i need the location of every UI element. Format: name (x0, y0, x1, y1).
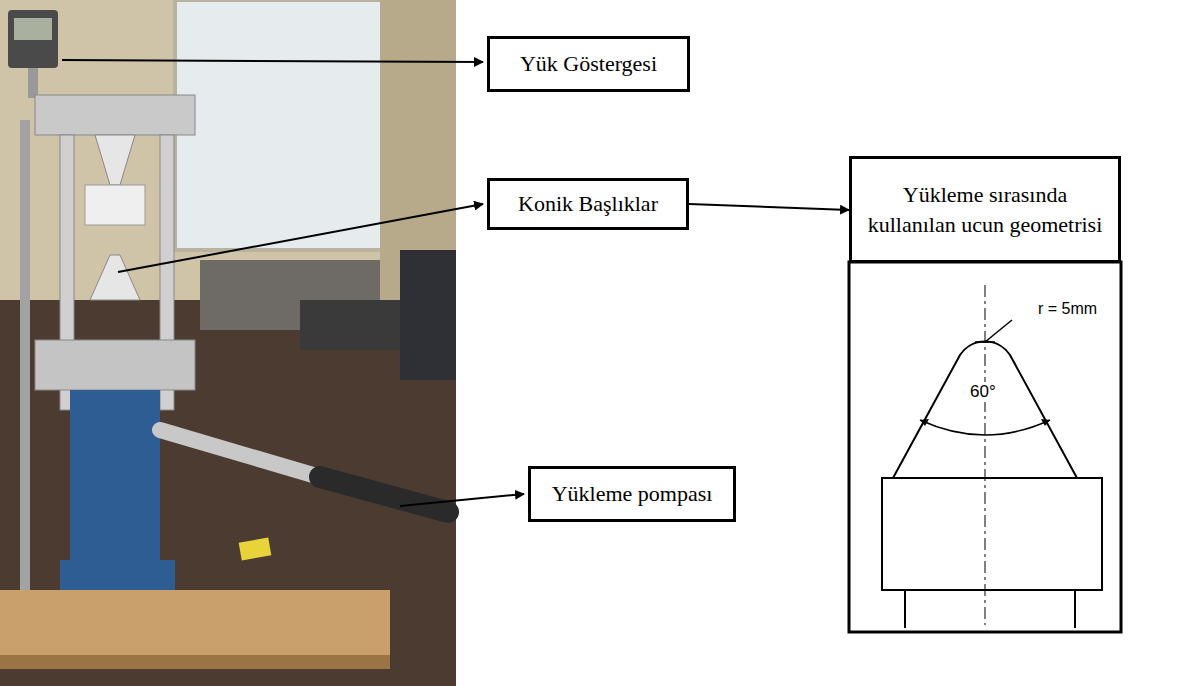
dimension-label: r = 5mm (1036, 300, 1099, 318)
callout-text: Yük Göstergesi (520, 49, 657, 78)
title-box: Yükleme sırasında kullanılan ucun geomet… (849, 156, 1121, 263)
connector-arrow (689, 204, 849, 210)
callout-text: Yükleme sırasında kullanılan ucun geomet… (862, 180, 1108, 238)
callout-box: Yük Göstergesi (487, 36, 690, 92)
callout-box: Konik Başlıklar (487, 178, 689, 230)
callout-box: Yükleme pompası (528, 466, 736, 522)
angle-label: 60° (968, 382, 998, 402)
callout-text: Konik Başlıklar (518, 189, 658, 218)
callout-text: Yükleme pompası (552, 479, 713, 508)
